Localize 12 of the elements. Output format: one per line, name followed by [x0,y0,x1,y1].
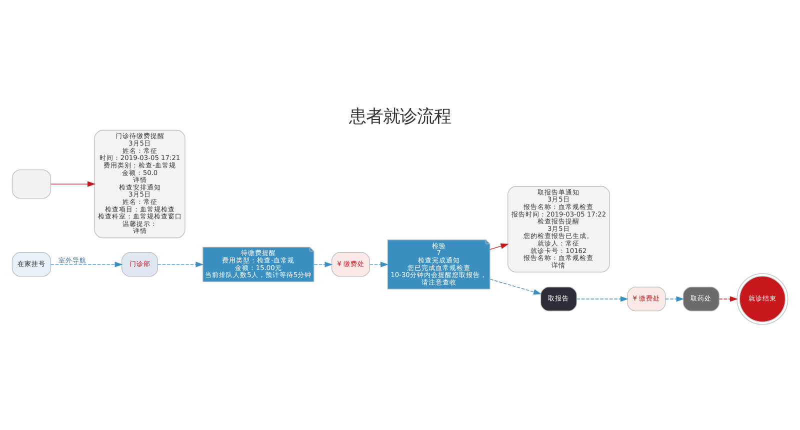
arrow [314,262,333,268]
arrow [718,296,738,302]
arrow [50,181,96,187]
arrow [490,278,542,295]
arrow [665,296,684,302]
node-box [12,169,52,199]
arrow [369,262,388,268]
arrow [490,243,509,250]
arrow [50,262,123,268]
arrow [157,262,204,268]
diagram-title: 患者就诊流程 [349,107,451,128]
arrow [576,296,628,302]
